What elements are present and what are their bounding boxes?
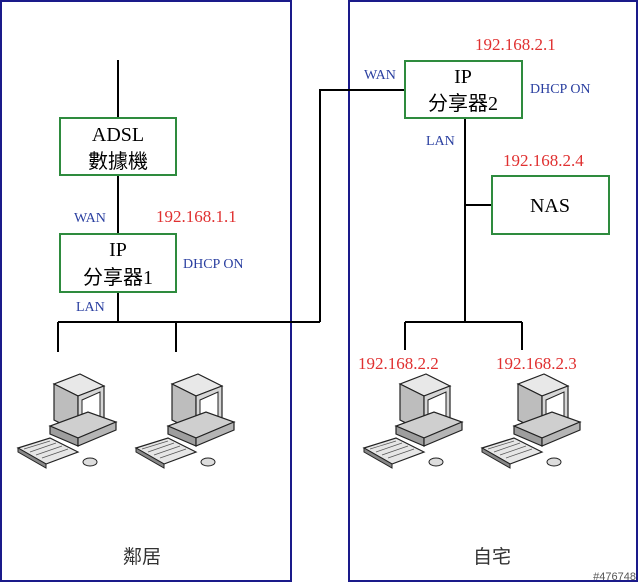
neighbor-pc-right [135, 373, 235, 469]
router-2-label: IP [454, 66, 472, 88]
router-2: IP 分享器2 [404, 60, 523, 119]
router-1: IP 分享器1 [59, 233, 177, 293]
nas-label: NAS [530, 195, 570, 217]
adsl-label: ADSL [92, 124, 144, 146]
router-1-sublabel: 分享器1 [83, 266, 153, 289]
router-1-wan-port: WAN [74, 211, 106, 226]
adsl-modem: ADSL 數據機 [59, 117, 177, 176]
home-pc-right-ip: 192.168.2.3 [496, 354, 577, 373]
router-2-ip: 192.168.2.1 [475, 35, 556, 54]
router-2-lan-port: LAN [426, 134, 455, 149]
router-1-label: IP [109, 239, 127, 261]
router-1-ip: 192.168.1.1 [156, 207, 237, 226]
neighbor-wiring [57, 60, 405, 352]
home-zone-label: 自宅 [473, 546, 511, 568]
router-1-dhcp: DHCP ON [183, 257, 244, 272]
router-2-dhcp: DHCP ON [530, 82, 591, 97]
neighbor-zone-frame [0, 0, 292, 582]
home-wiring [404, 118, 523, 350]
home-zone-frame [348, 0, 638, 582]
nas-ip: 192.168.2.4 [503, 151, 584, 170]
router-1-lan-port: LAN [76, 300, 105, 315]
home-pc-left-ip: 192.168.2.2 [358, 354, 439, 373]
neighbor-zone-label: 鄰居 [123, 546, 161, 568]
watermark: #476748 [593, 571, 636, 583]
nas-device: NAS [491, 175, 610, 235]
neighbor-pc-left [17, 373, 117, 469]
home-pc-right [481, 373, 581, 469]
router-2-sublabel: 分享器2 [428, 92, 498, 115]
adsl-sublabel: 數據機 [88, 150, 148, 173]
router-2-wan-port: WAN [364, 68, 396, 83]
home-pc-left [363, 373, 463, 469]
